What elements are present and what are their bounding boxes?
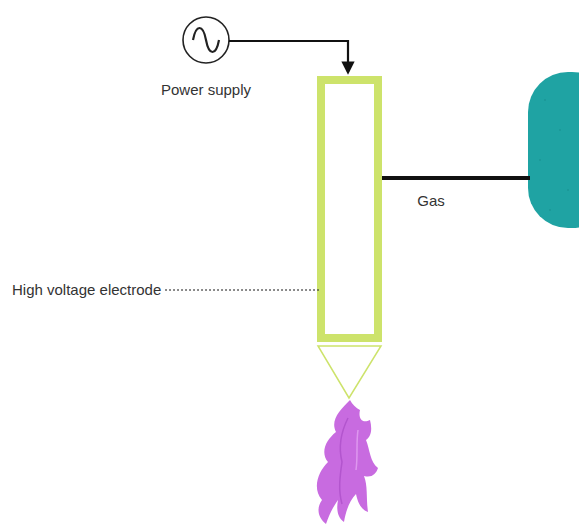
- component-label: Gas: [417, 192, 445, 210]
- sine-wave: [193, 28, 219, 52]
- label-holder: Gas: [417, 192, 445, 210]
- nozzle-cone: [318, 346, 381, 398]
- component-label: Power supply: [161, 81, 251, 99]
- gas-cylinder: [528, 72, 579, 228]
- component-label: High voltage electrode: [12, 281, 161, 299]
- electrode-tube: [321, 80, 378, 338]
- cylinder-texture: [539, 99, 569, 211]
- plume-streak: [340, 418, 348, 504]
- label-holder: High voltage electrode: [12, 281, 161, 299]
- leader-line: [165, 289, 320, 290]
- power-wire: [229, 41, 348, 72]
- label-holder: Power supply: [161, 81, 251, 99]
- ac-source-symbol: [183, 17, 229, 63]
- gas-line: [382, 176, 530, 180]
- plume-streak: [356, 430, 358, 470]
- plasma-plume: [317, 400, 378, 524]
